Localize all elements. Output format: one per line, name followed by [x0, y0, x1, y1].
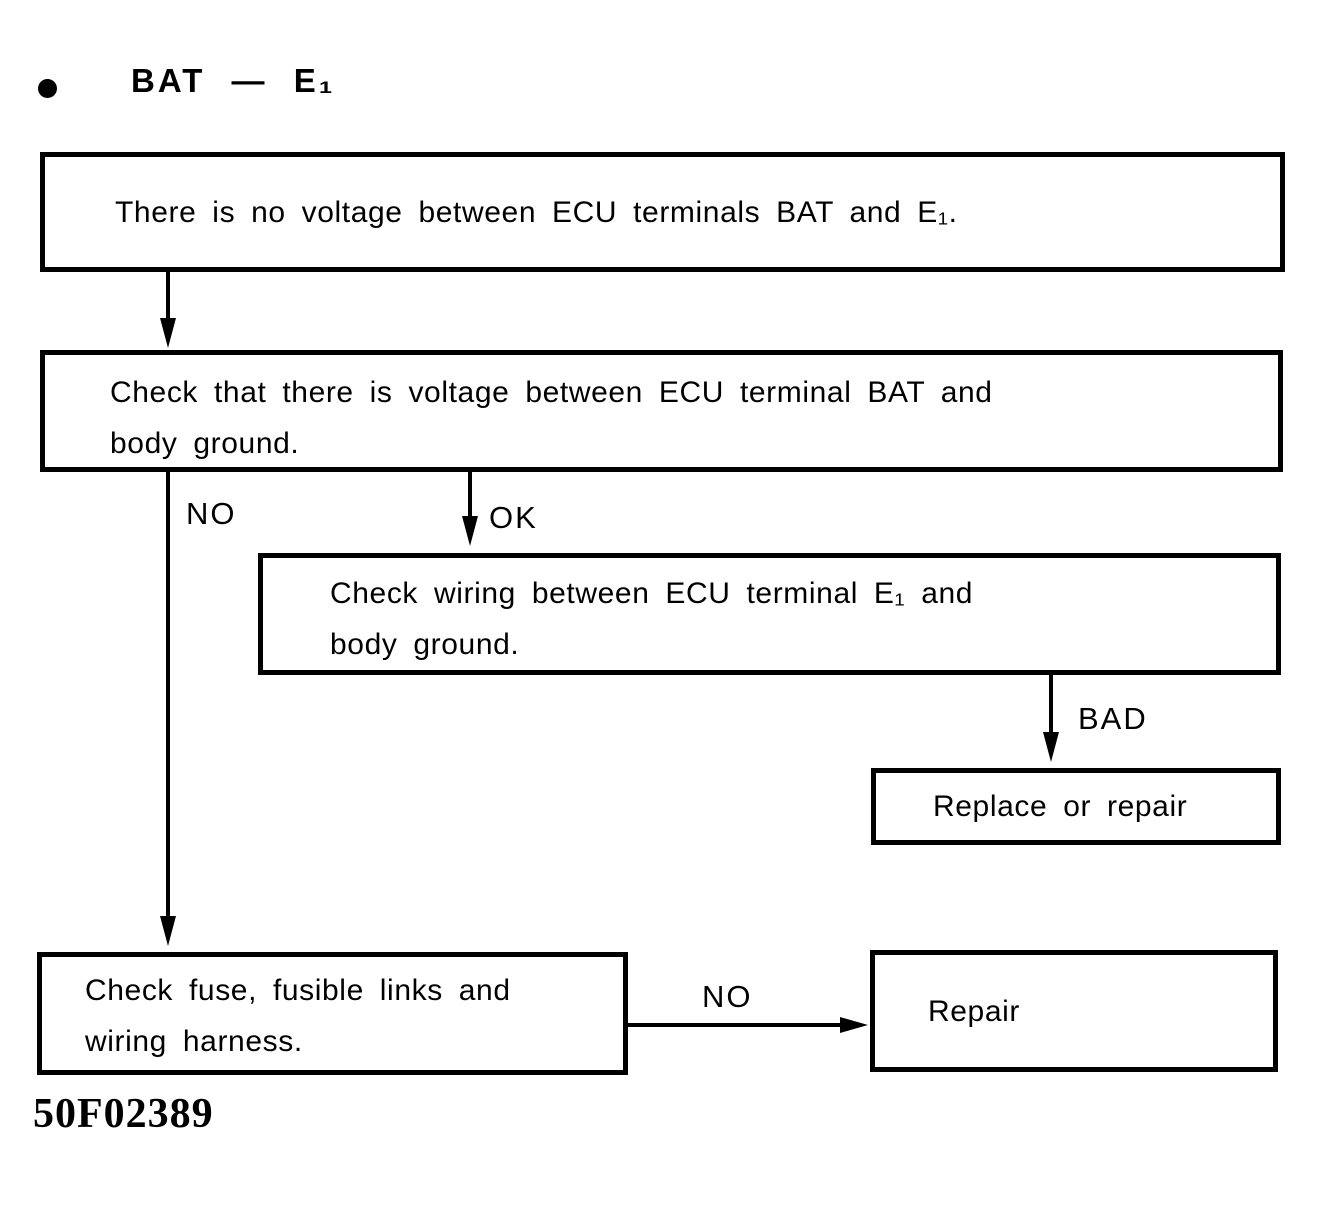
- node-check-voltage-bat: Check that there is voltage between ECU …: [40, 350, 1283, 472]
- edge-no-to-repair: [628, 1023, 842, 1027]
- node-repair-text: Repair: [928, 994, 1020, 1028]
- arrow-down-icon: [462, 516, 478, 546]
- node-problem-text: There is no voltage between ECU terminal…: [115, 195, 958, 229]
- edge-ok-branch: [468, 472, 472, 517]
- node-check-voltage-bat-text: Check that there is voltage between ECU …: [110, 376, 993, 460]
- node-replace-or-repair: Replace or repair: [871, 768, 1281, 845]
- arrow-down-icon: [1043, 732, 1059, 762]
- node-check-wiring-e1: Check wiring between ECU terminal E₁ and…: [258, 553, 1281, 675]
- node-problem: There is no voltage between ECU terminal…: [40, 152, 1285, 272]
- edge-bad-branch: [1049, 675, 1053, 733]
- arrow-down-icon: [160, 916, 176, 946]
- node-check-fuse-text: Check fuse, fusible links and wiring har…: [85, 974, 511, 1058]
- node-check-fuse: Check fuse, fusible links and wiring har…: [37, 952, 628, 1075]
- edge-label-bad: BAD: [1078, 701, 1148, 736]
- bullet-icon: [38, 79, 57, 98]
- arrow-down-icon: [160, 318, 176, 348]
- node-check-wiring-e1-text: Check wiring between ECU terminal E₁ and…: [330, 577, 974, 661]
- node-repair: Repair: [870, 950, 1278, 1072]
- node-replace-or-repair-text: Replace or repair: [933, 790, 1188, 823]
- edge-label-no-left: NO: [186, 496, 237, 531]
- edge-label-ok: OK: [489, 500, 538, 535]
- edge-label-no-right: NO: [702, 979, 753, 1014]
- section-title: BAT — E₁: [131, 62, 336, 99]
- edge-problem-to-check-voltage: [166, 272, 170, 320]
- figure-code: 50F02389: [33, 1091, 214, 1137]
- edge-no-branch: [166, 472, 170, 918]
- arrow-right-icon: [840, 1017, 868, 1033]
